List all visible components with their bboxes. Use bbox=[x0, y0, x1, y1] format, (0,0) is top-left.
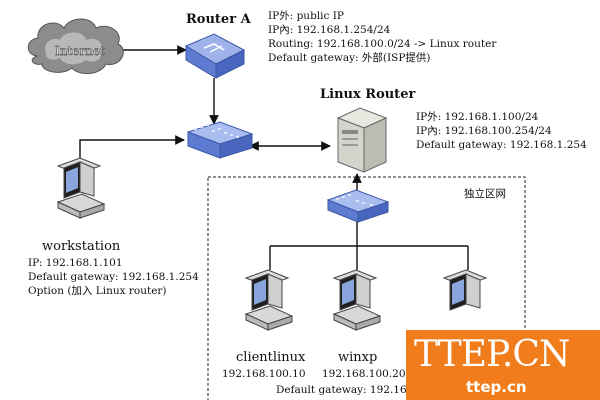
main-switch-device bbox=[186, 121, 254, 159]
linux-router-ip-internal: IP內: 192.168.100.254/24 bbox=[416, 125, 552, 137]
internet-label: Internet bbox=[55, 44, 105, 58]
winxp-pc bbox=[332, 269, 382, 331]
independent-subnet-box bbox=[207, 176, 526, 400]
linux-router-title: Linux Router bbox=[320, 87, 416, 102]
linux-router-server bbox=[336, 107, 388, 173]
workstation-ip: IP: 192.168.1.101 bbox=[28, 257, 123, 269]
router-a-ip-internal: IP內: 192.168.1.254/24 bbox=[268, 24, 391, 36]
connection-lines bbox=[79, 45, 469, 270]
independent-subnet-label: 独立区网 bbox=[464, 188, 506, 200]
workstation-info: IP: 192.168.1.101 Default gateway: 192.1… bbox=[28, 256, 199, 298]
winxp-name: winxp bbox=[338, 350, 378, 365]
clientlinux-pc bbox=[244, 269, 294, 331]
linux-router-gateway: Default gateway: 192.168.1.254 bbox=[416, 139, 587, 151]
router-a-title: Router A bbox=[186, 12, 251, 27]
router-a-ip-external: IP外: public IP bbox=[268, 10, 344, 22]
subnet-default-gateway: Default gateway: 192.168. bbox=[276, 384, 417, 396]
ttep-watermark: TTEP.CN ttep.cn bbox=[406, 330, 600, 400]
workstation-gateway: Default gateway: 192.168.1.254 bbox=[28, 271, 199, 283]
router-a-routing: Routing: 192.168.100.0/24 -> Linux route… bbox=[268, 38, 497, 50]
router-a-gateway: Default gateway: 外部(ISP提供) bbox=[268, 52, 431, 64]
lan-switch-device bbox=[326, 189, 390, 223]
workstation-title: workstation bbox=[42, 239, 121, 254]
watermark-big-text: TTEP.CN bbox=[414, 334, 570, 375]
internet-cloud: Internet bbox=[27, 18, 124, 74]
linux-router-info: IP外: 192.168.1.100/24 IP內: 192.168.100.2… bbox=[416, 110, 587, 152]
workstation-option: Option (加入 Linux router) bbox=[28, 285, 167, 297]
clientlinux-ip: 192.168.100.10 bbox=[222, 368, 306, 380]
router-a-device bbox=[184, 33, 246, 79]
winxp-ip: 192.168.100.20 bbox=[322, 368, 406, 380]
watermark-small-text: ttep.cn bbox=[466, 378, 527, 396]
third-client-pc bbox=[442, 269, 488, 311]
clientlinux-name: clientlinux bbox=[236, 350, 306, 365]
linux-router-ip-external: IP外: 192.168.1.100/24 bbox=[416, 111, 539, 123]
workstation-pc bbox=[56, 157, 106, 219]
router-a-info: IP外: public IP IP內: 192.168.1.254/24 Rou… bbox=[268, 9, 496, 65]
